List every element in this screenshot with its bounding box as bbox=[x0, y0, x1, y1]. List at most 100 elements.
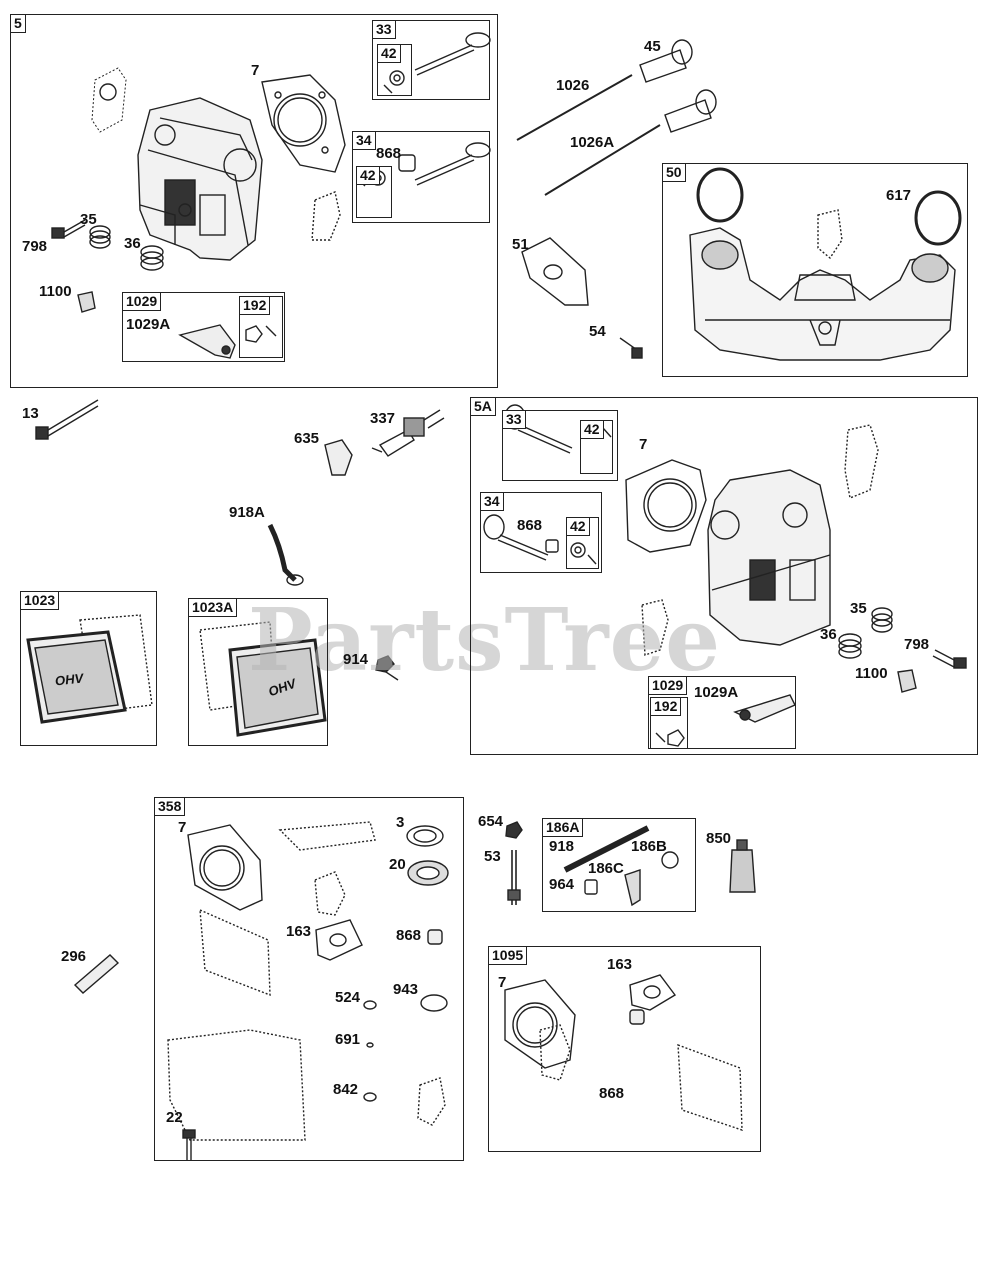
part-label-868-358[interactable]: 868 bbox=[396, 927, 422, 944]
part-label-186B[interactable]: 186B bbox=[631, 838, 667, 855]
part-label-163[interactable]: 163 bbox=[286, 923, 312, 940]
group-box-34[interactable]: 34 bbox=[352, 131, 490, 223]
part-label-918A[interactable]: 918A bbox=[229, 504, 265, 521]
head-gasket-drawing-1095 bbox=[504, 979, 576, 1069]
part-label-691[interactable]: 691 bbox=[335, 1031, 361, 1048]
part-label-868[interactable]: 868 bbox=[376, 145, 402, 162]
group-box-33[interactable]: 33 bbox=[372, 20, 490, 100]
part-label-524[interactable]: 524 bbox=[335, 989, 361, 1006]
part-label-964[interactable]: 964 bbox=[549, 876, 575, 893]
part-label-51[interactable]: 51 bbox=[512, 236, 529, 253]
group-number-50: 50 bbox=[663, 164, 686, 182]
part-label-868-5A[interactable]: 868 bbox=[517, 517, 543, 534]
part-label-163-1095[interactable]: 163 bbox=[607, 956, 633, 973]
gasket-drawing-358b bbox=[314, 871, 346, 916]
group-number-33: 33 bbox=[373, 21, 396, 39]
cylinder-head-drawing-5 bbox=[137, 97, 263, 261]
part-label-1029A-5A[interactable]: 1029A bbox=[694, 684, 739, 701]
part-label-1026A[interactable]: 1026A bbox=[570, 134, 615, 151]
valve-spring-drawing-35 bbox=[89, 225, 111, 249]
group-box-1029-5A[interactable]: 1029 bbox=[648, 676, 796, 749]
bolt-drawing-22 bbox=[182, 1129, 196, 1160]
part-label-798-5A[interactable]: 798 bbox=[904, 636, 930, 653]
group-box-33-5A[interactable]: 33 bbox=[502, 410, 618, 481]
dipstick-tube-drawing-296 bbox=[73, 954, 120, 994]
spark-plug-drawing-337 bbox=[371, 409, 445, 457]
spark-plug-boot-drawing-635 bbox=[324, 439, 353, 476]
group-box-5[interactable]: 5 bbox=[10, 14, 498, 388]
group-box-42-a[interactable]: 42 bbox=[377, 44, 412, 96]
part-label-53[interactable]: 53 bbox=[484, 848, 501, 865]
group-box-186A[interactable]: 186A bbox=[542, 818, 696, 912]
part-label-20[interactable]: 20 bbox=[389, 856, 406, 873]
group-box-1023[interactable]: 1023 bbox=[20, 591, 157, 746]
part-label-13[interactable]: 13 bbox=[22, 405, 39, 422]
gasket-drawing-1095b bbox=[677, 1043, 743, 1131]
part-label-7-1095[interactable]: 7 bbox=[498, 974, 507, 991]
part-label-296[interactable]: 296 bbox=[61, 948, 87, 965]
part-label-22[interactable]: 22 bbox=[166, 1109, 183, 1126]
part-label-918[interactable]: 918 bbox=[549, 838, 575, 855]
part-label-635[interactable]: 635 bbox=[294, 430, 320, 447]
group-box-42-b[interactable]: 42 bbox=[356, 166, 392, 218]
valve-cover-drawing-1023 bbox=[26, 614, 153, 724]
part-label-337[interactable]: 337 bbox=[370, 410, 396, 427]
watermark: PartsTree bbox=[248, 590, 722, 691]
part-label-943[interactable]: 943 bbox=[393, 981, 419, 998]
part-label-54[interactable]: 54 bbox=[589, 323, 606, 340]
part-label-1100[interactable]: 1100 bbox=[39, 283, 72, 300]
part-label-45[interactable]: 45 bbox=[644, 38, 661, 55]
intake-gasket-drawing-5A bbox=[844, 424, 879, 499]
part-label-7-358[interactable]: 7 bbox=[178, 819, 187, 836]
o-ring-drawing-617 bbox=[696, 167, 962, 246]
part-label-186C[interactable]: 186C bbox=[588, 860, 624, 877]
nut-drawing-192b bbox=[655, 729, 685, 747]
group-number-34-5A: 34 bbox=[481, 493, 504, 511]
part-label-1100-5A[interactable]: 1100 bbox=[855, 665, 888, 682]
gasket-drawing-358d bbox=[417, 1077, 446, 1126]
part-label-654[interactable]: 654 bbox=[478, 813, 504, 830]
group-box-358[interactable]: 358 bbox=[154, 797, 464, 1161]
o-ring-drawing-943 bbox=[420, 994, 448, 1012]
part-label-868-1095[interactable]: 868 bbox=[599, 1085, 625, 1102]
part-label-842[interactable]: 842 bbox=[333, 1081, 359, 1098]
o-ring-drawing-524 bbox=[363, 1000, 377, 1010]
group-number-1023: 1023 bbox=[21, 592, 60, 610]
group-box-5A[interactable]: 5A bbox=[470, 397, 978, 755]
group-number-1029: 1029 bbox=[123, 293, 162, 311]
part-label-7[interactable]: 7 bbox=[251, 62, 260, 79]
group-box-192[interactable]: 192 bbox=[239, 296, 283, 358]
part-label-36[interactable]: 36 bbox=[124, 235, 141, 252]
group-box-50[interactable]: 50 bbox=[662, 163, 968, 377]
sealant-tube-drawing-850 bbox=[729, 839, 756, 893]
ohv-emblem-1023: OHV bbox=[54, 670, 84, 689]
group-number-1023A: 1023A bbox=[189, 599, 238, 617]
part-label-914[interactable]: 914 bbox=[343, 651, 369, 668]
group-box-1029[interactable]: 1029 bbox=[122, 292, 285, 362]
push-rod-drawing-1026 bbox=[516, 74, 633, 141]
group-number-42-d: 42 bbox=[567, 518, 590, 536]
group-box-42-c[interactable]: 42 bbox=[580, 420, 613, 474]
part-label-3[interactable]: 3 bbox=[396, 814, 405, 831]
group-box-42-d[interactable]: 42 bbox=[566, 517, 599, 569]
group-box-192-5A[interactable]: 192 bbox=[650, 697, 688, 749]
part-label-35-5A[interactable]: 35 bbox=[850, 600, 867, 617]
group-number-42-b: 42 bbox=[357, 167, 380, 185]
group-box-1023A[interactable]: 1023A bbox=[188, 598, 328, 746]
o-ring-drawing-691 bbox=[366, 1042, 374, 1048]
group-number-42-a: 42 bbox=[378, 45, 401, 63]
part-label-7-5A[interactable]: 7 bbox=[639, 436, 648, 453]
breather-parts-drawing-186A bbox=[563, 825, 679, 907]
seal-drawing-20 bbox=[407, 860, 449, 886]
part-label-35[interactable]: 35 bbox=[80, 211, 97, 228]
group-box-1095[interactable]: 1095 bbox=[488, 946, 761, 1152]
part-label-617[interactable]: 617 bbox=[886, 187, 912, 204]
part-label-1029A[interactable]: 1029A bbox=[126, 316, 171, 333]
group-number-34: 34 bbox=[353, 132, 376, 150]
part-label-1026[interactable]: 1026 bbox=[556, 77, 590, 94]
part-label-798[interactable]: 798 bbox=[22, 238, 48, 255]
group-box-34-5A[interactable]: 34 bbox=[480, 492, 602, 573]
intake-gasket-drawing-5b bbox=[311, 191, 341, 241]
part-label-850[interactable]: 850 bbox=[706, 830, 732, 847]
part-label-36-5A[interactable]: 36 bbox=[820, 626, 837, 643]
